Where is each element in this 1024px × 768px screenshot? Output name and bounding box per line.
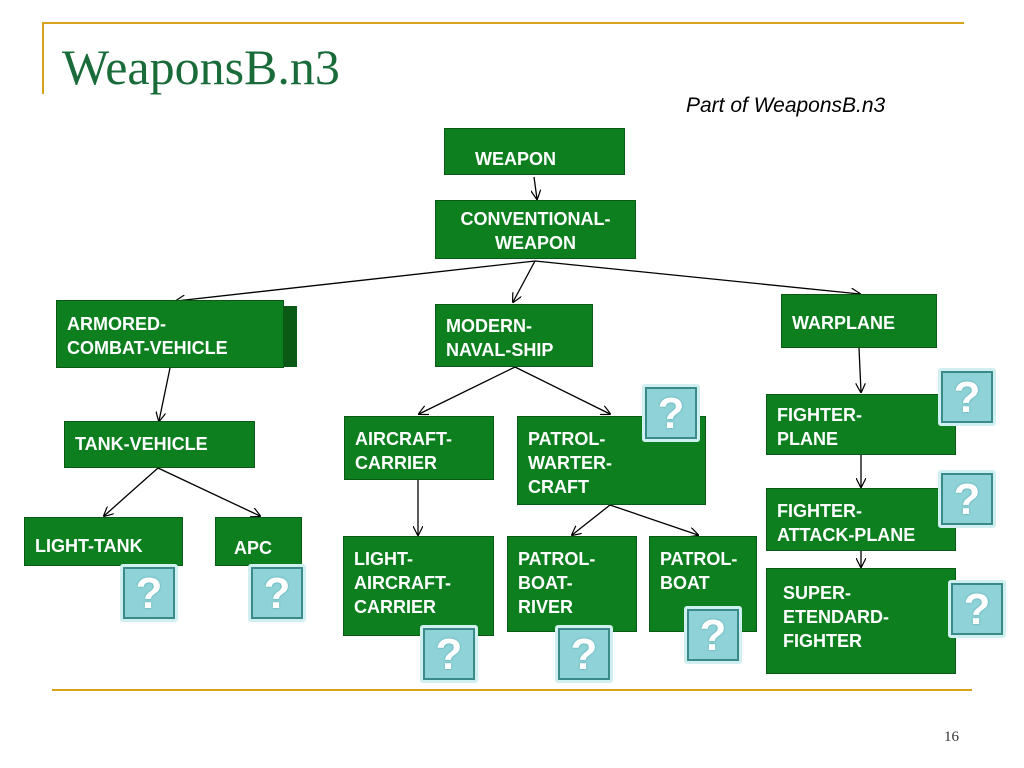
node-light-aircraft-carrier: LIGHT- AIRCRAFT- CARRIER: [343, 536, 494, 636]
node-apc: APC: [215, 517, 302, 566]
question-mark-icon: ?: [938, 470, 996, 528]
edge-armored-tank: [159, 367, 171, 421]
edge-naval-patrolcraft: [514, 366, 610, 414]
question-mark-icon: ?: [948, 580, 1006, 638]
node-warplane: WARPLANE: [781, 294, 937, 348]
edge-conventional-warplane: [534, 260, 860, 294]
edge-patrolcraft-boat: [609, 504, 698, 535]
question-mark-icon: ?: [120, 564, 178, 622]
edge-tank-apc: [157, 467, 260, 516]
top-rule: [42, 22, 964, 24]
node-patrol-boat-river: PATROL- BOAT- RIVER: [507, 536, 637, 632]
node-fighter-attack-plane: FIGHTER- ATTACK-PLANE: [766, 488, 956, 551]
node-patrol-warter-craft: PATROL- WARTER- CRAFT: [517, 416, 706, 505]
node-light-tank: LIGHT-TANK: [24, 517, 183, 566]
question-mark-icon: ?: [555, 625, 613, 683]
edge-patrolcraft-river: [572, 504, 611, 535]
edge-warplane-fighter: [859, 347, 861, 392]
page-number: 16: [944, 729, 959, 745]
node-armored-combat-vehicle: ARMORED- COMBAT-VEHICLE: [56, 300, 284, 368]
question-mark-icon: ?: [938, 368, 996, 426]
node-tank-vehicle: TANK-VEHICLE: [64, 421, 255, 468]
question-mark-icon: ?: [420, 625, 478, 683]
diagram-caption: Part of WeaponsB.n3: [686, 94, 886, 117]
node-fighter-plane: FIGHTER- PLANE: [766, 394, 956, 455]
node-conventional-weapon: CONVENTIONAL- WEAPON: [435, 200, 636, 259]
edge-naval-aircraftcarrier: [419, 366, 516, 414]
node-modern-naval-ship: MODERN- NAVAL-SHIP: [435, 304, 593, 367]
edge-conventional-naval: [513, 260, 536, 302]
edge-conventional-armored: [176, 260, 536, 301]
question-mark-icon: ?: [248, 564, 306, 622]
title-accent-bar: [42, 22, 44, 94]
node-weapon: WEAPON: [444, 128, 625, 175]
edge-weapon-conventional: [534, 176, 537, 199]
node-super-etendard-fighter: SUPER- ETENDARD- FIGHTER: [766, 568, 956, 674]
bottom-rule: [52, 689, 972, 691]
slide-title: WeaponsB.n3: [62, 39, 340, 95]
node-aircraft-carrier: AIRCRAFT- CARRIER: [344, 416, 494, 480]
question-mark-icon: ?: [642, 384, 700, 442]
question-mark-icon: ?: [684, 606, 742, 664]
edge-tank-lighttank: [104, 467, 159, 516]
